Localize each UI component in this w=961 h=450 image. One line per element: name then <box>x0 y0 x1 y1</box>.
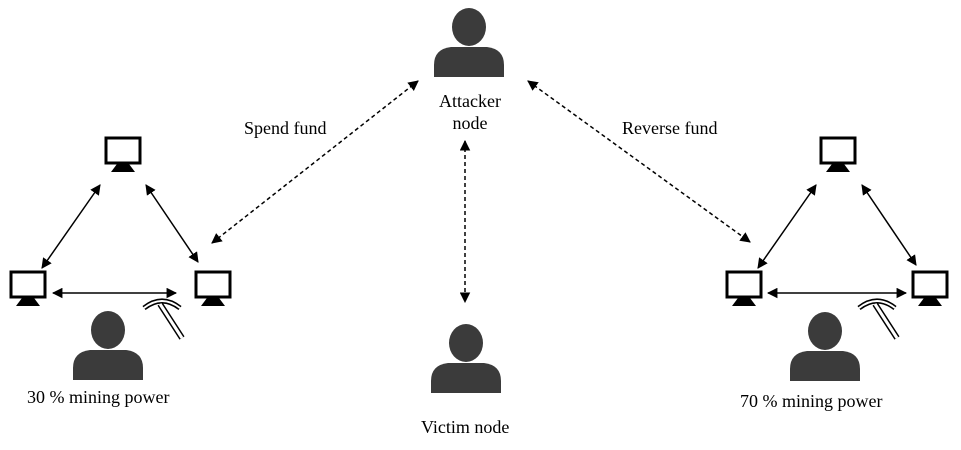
attacker-label-line1: Attacker <box>439 91 501 111</box>
attacker-label: Attacker node <box>420 90 520 134</box>
spend-fund-connector <box>211 80 419 244</box>
spend-fund-label: Spend fund <box>244 118 327 138</box>
left-top-computer-icon <box>104 136 142 174</box>
attacker-person-icon <box>434 8 504 77</box>
victim-person-icon <box>431 324 501 393</box>
right-link-top-left <box>757 184 817 269</box>
left-mining-power-label: 30 % mining power <box>27 387 170 407</box>
reverse-fund-connector <box>527 80 751 243</box>
victim-label: Victim node <box>421 417 510 437</box>
left-bottom-left-computer-icon <box>9 270 47 308</box>
attacker-label-line2: node <box>452 113 488 133</box>
left-bottom-right-computer-icon <box>194 270 232 308</box>
right-network <box>725 136 949 381</box>
left-link-top-left <box>41 184 101 269</box>
left-miner-person-icon <box>73 311 143 380</box>
right-mining-power-label: 70 % mining power <box>740 391 883 411</box>
right-bottom-left-computer-icon <box>725 270 763 308</box>
left-network <box>9 136 232 380</box>
right-miner-person-icon <box>790 312 860 381</box>
left-pickaxe-icon <box>144 301 182 338</box>
right-pickaxe-icon <box>859 301 897 338</box>
reverse-fund-label: Reverse fund <box>622 118 718 138</box>
left-link-top-right <box>145 184 199 263</box>
right-link-top-right <box>861 184 917 266</box>
right-top-computer-icon <box>819 136 857 174</box>
right-bottom-right-computer-icon <box>911 270 949 308</box>
